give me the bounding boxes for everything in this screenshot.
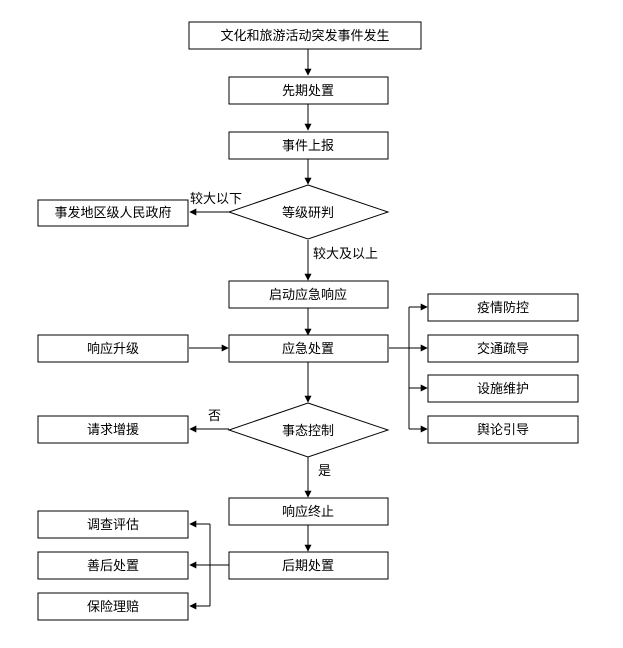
node-reinforce: 请求增援 — [37, 415, 189, 444]
edge-label-no: 否 — [208, 409, 221, 424]
node-report: 事件上报 — [228, 131, 389, 160]
edge-label-yes: 是 — [318, 464, 331, 479]
node-upgrade-label: 响应升级 — [87, 341, 139, 357]
node-local-gov-label: 事发地区级人民政府 — [54, 205, 171, 221]
node-rehab-label: 善后处置 — [87, 558, 139, 574]
node-traffic: 交通疏导 — [427, 334, 579, 363]
node-aftermath: 后期处置 — [228, 551, 389, 580]
node-facility: 设施维护 — [427, 374, 579, 403]
node-insurance-label: 保险理赔 — [87, 600, 139, 615]
node-upgrade: 响应升级 — [37, 334, 189, 363]
flow-connectors — [189, 49, 428, 610]
node-opinion-label: 舆论引导 — [477, 423, 529, 438]
node-aftermath-label: 后期处置 — [282, 559, 334, 574]
node-opinion: 舆论引导 — [427, 415, 579, 444]
node-insurance: 保险理赔 — [37, 592, 189, 621]
node-epidemic-label: 疫情防控 — [477, 300, 529, 316]
node-start-response-label: 启动应急响应 — [269, 287, 347, 303]
node-event: 文化和旅游活动突发事件发生 — [188, 21, 422, 50]
decision-grade: 等级研判 — [227, 184, 390, 240]
node-local-gov: 事发地区级人民政府 — [37, 199, 189, 227]
node-facility-label: 设施维护 — [477, 382, 529, 397]
node-emergency-label: 应急处置 — [282, 341, 334, 357]
decision-grade-label: 等级研判 — [282, 205, 334, 221]
node-event-label: 文化和旅游活动突发事件发生 — [220, 28, 389, 44]
node-start-response: 启动应急响应 — [228, 280, 389, 309]
edge-label-higher: 较大及以上 — [313, 247, 378, 262]
edge-label-lower: 较大以下 — [190, 192, 242, 207]
decision-control: 事态控制 — [227, 402, 390, 458]
node-epidemic: 疫情防控 — [427, 293, 579, 322]
node-report-label: 事件上报 — [282, 139, 334, 154]
node-emergency: 应急处置 — [228, 334, 389, 363]
node-traffic-label: 交通疏导 — [477, 341, 529, 357]
node-investigate-label: 调查评估 — [87, 518, 139, 533]
node-reinforce-label: 请求增援 — [87, 423, 139, 438]
node-terminate-label: 响应终止 — [282, 504, 334, 520]
node-initial-label: 先期处置 — [282, 84, 334, 99]
decision-control-label: 事态控制 — [282, 424, 334, 439]
node-rehab: 善后处置 — [37, 551, 189, 580]
node-terminate: 响应终止 — [228, 497, 389, 526]
node-initial: 先期处置 — [228, 76, 389, 105]
node-investigate: 调查评估 — [37, 510, 189, 539]
